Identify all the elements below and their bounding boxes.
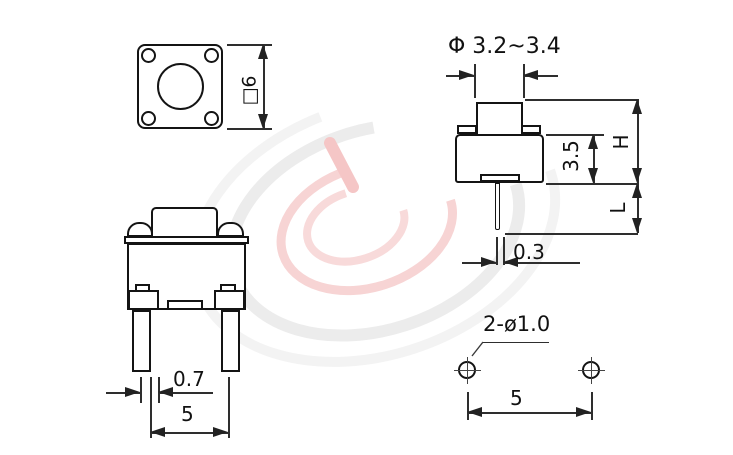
arrowhead-down-icon — [258, 114, 268, 129]
side-pin — [495, 183, 500, 230]
extension-line — [525, 99, 638, 101]
corner-rivet-circle — [204, 111, 219, 126]
arrowhead-up-icon — [258, 44, 268, 59]
front-dome-right — [217, 222, 244, 237]
front-block-left — [128, 290, 159, 310]
leg-pitch-label: 5 — [181, 402, 194, 426]
front-center-boss — [167, 300, 203, 310]
arrowhead-down-icon — [632, 168, 642, 183]
total-height-label: H — [609, 134, 633, 150]
arrowhead-left-icon — [523, 70, 538, 80]
extension-line — [140, 377, 142, 403]
leader-underline — [483, 342, 549, 344]
extension-line — [228, 377, 230, 438]
arrowhead-right-icon — [481, 257, 496, 267]
diameter-label: Φ 3.2~3.4 — [448, 34, 561, 59]
dimension-line — [467, 412, 591, 414]
dimension-line — [523, 75, 558, 77]
front-dome-left — [127, 222, 153, 237]
upper-height-label: 3.5 — [559, 140, 583, 172]
extension-line — [467, 392, 469, 420]
corner-rivet-circle — [141, 48, 156, 63]
extension-line — [150, 377, 152, 438]
arrowhead-right-icon — [213, 427, 228, 437]
side-flange-left — [457, 125, 477, 134]
hole-callout-label: 2-ø1.0 — [483, 312, 551, 336]
extension-line — [505, 233, 638, 235]
arrowhead-right-icon — [576, 407, 591, 417]
arrowhead-left-icon — [158, 387, 173, 397]
dimension-line — [637, 99, 639, 183]
extension-line — [591, 392, 593, 420]
arrowhead-up-icon — [632, 183, 642, 198]
dimension-line — [106, 392, 140, 394]
dimension-line — [150, 432, 228, 434]
front-block-right — [214, 290, 245, 310]
pin-width-label: 0.3 — [513, 240, 545, 264]
centerline — [467, 357, 468, 384]
dimension-line — [637, 183, 639, 233]
corner-rivet-circle — [141, 111, 156, 126]
arrowhead-left-icon — [467, 407, 482, 417]
arrowhead-right-icon — [459, 70, 474, 80]
extension-line — [496, 237, 498, 265]
plunger-circle — [157, 63, 204, 110]
dimension-line — [593, 134, 595, 183]
corner-rivet-circle — [204, 48, 219, 63]
arrowhead-left-icon — [150, 427, 165, 437]
side-bottom-boss — [480, 174, 520, 182]
front-plunger — [151, 207, 218, 238]
front-leg-left — [132, 310, 151, 372]
extension-line — [546, 183, 638, 185]
side-plunger — [476, 102, 523, 136]
leg-width-label: 0.7 — [173, 367, 205, 391]
extension-line — [523, 64, 525, 98]
front-leg-right — [221, 310, 240, 372]
extension-line — [474, 64, 476, 98]
extension-line — [546, 134, 604, 136]
pin-length-label: L — [606, 202, 630, 214]
dimension-line — [263, 44, 265, 129]
arrowhead-up-icon — [588, 134, 598, 149]
hole-pitch-label: 5 — [510, 386, 523, 410]
arrowhead-up-icon — [632, 99, 642, 114]
side-flange-right — [521, 125, 541, 134]
arrowhead-down-icon — [632, 218, 642, 233]
centerline — [591, 357, 592, 384]
top-view-size-label: □6 — [238, 75, 261, 106]
extension-line — [227, 44, 272, 46]
arrowhead-right-icon — [125, 387, 140, 397]
dimension-line — [158, 392, 213, 394]
arrowhead-down-icon — [588, 168, 598, 183]
